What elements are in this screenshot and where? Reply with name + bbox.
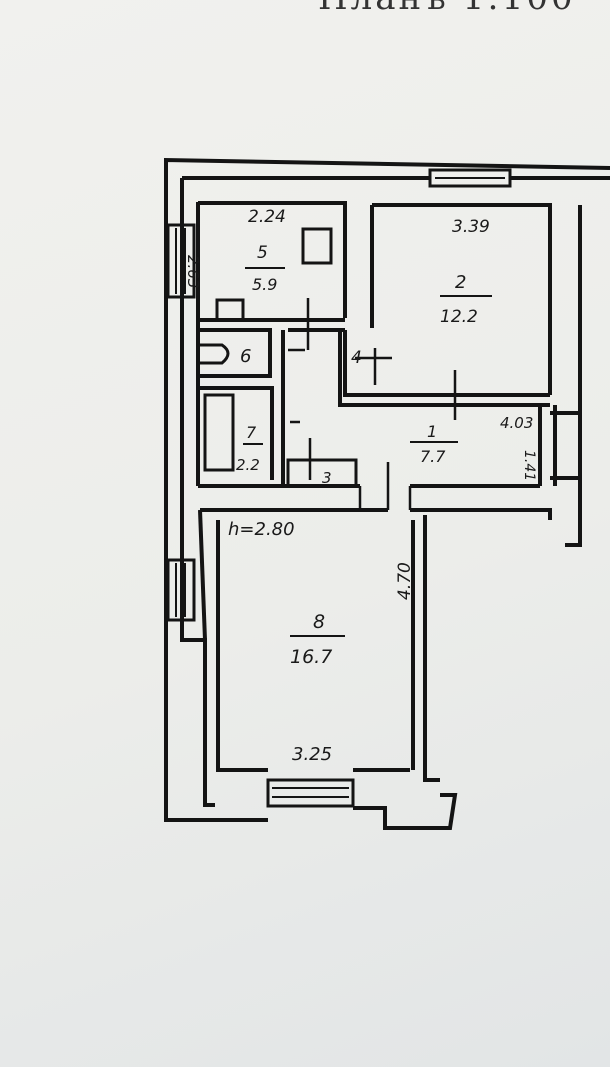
room-5-area: 5.9 (252, 275, 277, 294)
scale-label: Планъ 1:100 (318, 0, 576, 18)
room-5-width: 2.24 (248, 207, 286, 227)
room-8-number: 8 (313, 611, 325, 633)
room-4-number: 4 (351, 348, 362, 368)
room-1-depth: 1.41 (521, 450, 537, 481)
room-5-number: 5 (257, 243, 268, 263)
room-7-number: 7 (246, 423, 257, 442)
room-2-number: 2 (455, 272, 466, 293)
room-8-length: 4.70 (395, 562, 415, 600)
room-1-number: 1 (427, 422, 437, 441)
room-1-area: 7.7 (420, 447, 446, 466)
room-labels: 2.24 2.63 5 5.9 3.39 2 12.2 6 4 7 2.2 3 … (184, 207, 537, 765)
room-1-width: 4.03 (500, 414, 533, 432)
room-2-width: 3.39 (452, 217, 490, 237)
room-8-height: h=2.80 (228, 519, 295, 540)
walls (164, 157, 610, 830)
room-6-number: 6 (240, 346, 251, 367)
room-2-area: 12.2 (440, 307, 478, 327)
room-7-area: 2.2 (236, 456, 260, 474)
room-5-length: 2.63 (184, 255, 202, 288)
room-8-area: 16.7 (290, 646, 332, 668)
room-8-width: 3.25 (292, 744, 332, 765)
room-3-number: 3 (322, 469, 332, 487)
